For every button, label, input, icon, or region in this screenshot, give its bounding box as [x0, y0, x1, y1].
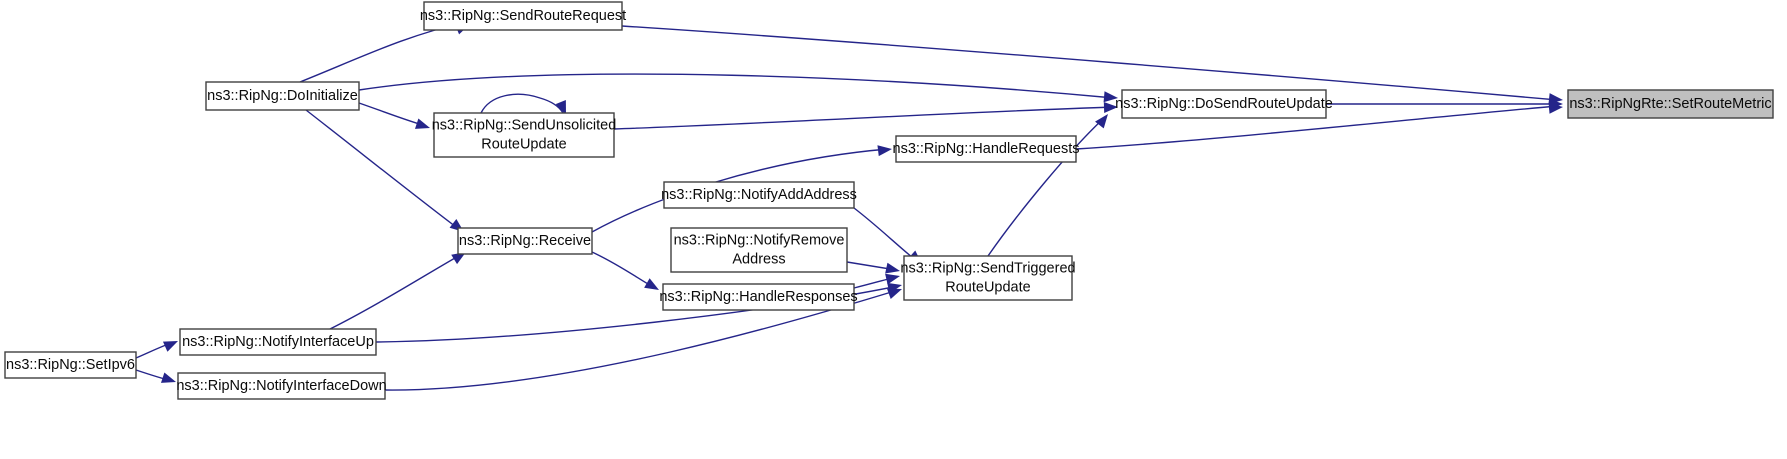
- arrowhead-icon: [644, 278, 659, 290]
- arrowhead-icon: [451, 252, 466, 265]
- node-box-do_initialize[interactable]: [205, 81, 360, 111]
- graph-node-do_send_route_update[interactable]: ns3::RipNg::DoSendRouteUpdate: [1115, 89, 1333, 119]
- arrowhead-triangle: [1095, 114, 1108, 129]
- arrowhead-triangle: [451, 252, 466, 265]
- graph-node-notify_interface_up[interactable]: ns3::RipNg::NotifyInterfaceUp: [179, 328, 377, 356]
- arrowhead-triangle: [885, 273, 900, 285]
- call-edge-notify_add_address-to-send_triggered_route_update: [853, 207, 919, 263]
- arrowhead-triangle: [885, 262, 900, 274]
- node-box-send_unsolicited_route_update[interactable]: [433, 112, 615, 158]
- arrowhead-icon: [886, 288, 902, 299]
- graph-node-send_route_request[interactable]: ns3::RipNg::SendRouteRequest: [420, 1, 626, 31]
- node-box-do_send_route_update[interactable]: [1121, 89, 1327, 119]
- node-box-send_triggered_route_update[interactable]: [903, 255, 1073, 301]
- arrowhead-icon: [162, 341, 178, 352]
- call-edge-receive-to-handle_responses: [591, 251, 656, 289]
- graph-node-set_ipv6[interactable]: ns3::RipNg::SetIpv6: [4, 351, 137, 379]
- node-box-notify_interface_down[interactable]: [177, 372, 386, 400]
- call-edge-send_unsolicited_route_update-to-send_unsolicited_route_update: [480, 93, 564, 114]
- graph-node-handle_responses[interactable]: ns3::RipNg::HandleResponses: [659, 283, 858, 311]
- node-box-handle_requests[interactable]: [895, 135, 1077, 163]
- call-edge-send_triggered_route_update-to-do_send_route_update: [987, 117, 1105, 257]
- node-layer: ns3::RipNg::SendRouteRequestns3::RipNg::…: [4, 1, 1774, 400]
- arrowhead-triangle: [162, 341, 178, 352]
- arrowhead-icon: [1103, 101, 1118, 113]
- arrowhead-triangle: [1103, 91, 1118, 103]
- call-edge-notify_interface_up-to-receive: [329, 253, 463, 330]
- graph-node-do_initialize[interactable]: ns3::RipNg::DoInitialize: [205, 81, 360, 111]
- graph-node-notify_interface_down[interactable]: ns3::RipNg::NotifyInterfaceDown: [176, 372, 387, 400]
- call-edge-handle_requests-to-set_route_metric: [1075, 105, 1559, 150]
- arrowhead-icon: [160, 372, 176, 383]
- arrowhead-icon: [885, 262, 900, 274]
- node-box-notify_interface_up[interactable]: [179, 328, 377, 356]
- graph-node-handle_requests[interactable]: ns3::RipNg::HandleRequests: [893, 135, 1080, 163]
- graph-node-set_route_metric[interactable]: ns3::RipNgRte::SetRouteMetric: [1567, 89, 1774, 119]
- call-edge-do_initialize-to-send_unsolicited_route_update: [358, 102, 427, 127]
- arrowhead-icon: [1103, 91, 1118, 103]
- arrowhead-triangle: [644, 278, 659, 290]
- node-box-notify_remove_address[interactable]: [670, 227, 848, 273]
- edge-layer: [135, 21, 1559, 391]
- arrowhead-icon: [1095, 114, 1108, 129]
- node-box-receive[interactable]: [457, 227, 593, 255]
- call-edge-send_route_request-to-set_route_metric: [621, 25, 1559, 101]
- graph-node-receive[interactable]: ns3::RipNg::Receive: [457, 227, 593, 255]
- arrowhead-icon: [877, 145, 892, 157]
- arrowhead-triangle: [555, 99, 566, 115]
- arrowhead-icon: [555, 99, 566, 115]
- node-box-set_route_metric[interactable]: [1567, 89, 1774, 119]
- arrowhead-icon: [1549, 98, 1563, 110]
- node-box-handle_responses[interactable]: [662, 283, 855, 311]
- node-box-send_route_request[interactable]: [423, 1, 623, 31]
- call-edge-do_initialize-to-do_send_route_update: [358, 73, 1115, 99]
- arrowhead-icon: [414, 118, 430, 129]
- call-edge-do_initialize-to-send_route_request: [299, 21, 467, 83]
- arrowhead-triangle: [1103, 101, 1118, 113]
- arrowhead-triangle: [1549, 98, 1563, 110]
- call-edge-do_initialize-to-receive: [305, 109, 461, 231]
- graph-node-notify_add_address[interactable]: ns3::RipNg::NotifyAddAddress: [661, 181, 857, 209]
- arrowhead-triangle: [886, 288, 902, 299]
- arrowhead-triangle: [877, 145, 892, 157]
- node-box-set_ipv6[interactable]: [4, 351, 137, 379]
- arrowhead-triangle: [160, 372, 176, 383]
- arrowhead-triangle: [414, 118, 430, 129]
- node-box-notify_add_address[interactable]: [663, 181, 855, 209]
- call-edge-send_unsolicited_route_update-to-do_send_route_update: [613, 106, 1115, 130]
- arrowhead-icon: [885, 273, 900, 285]
